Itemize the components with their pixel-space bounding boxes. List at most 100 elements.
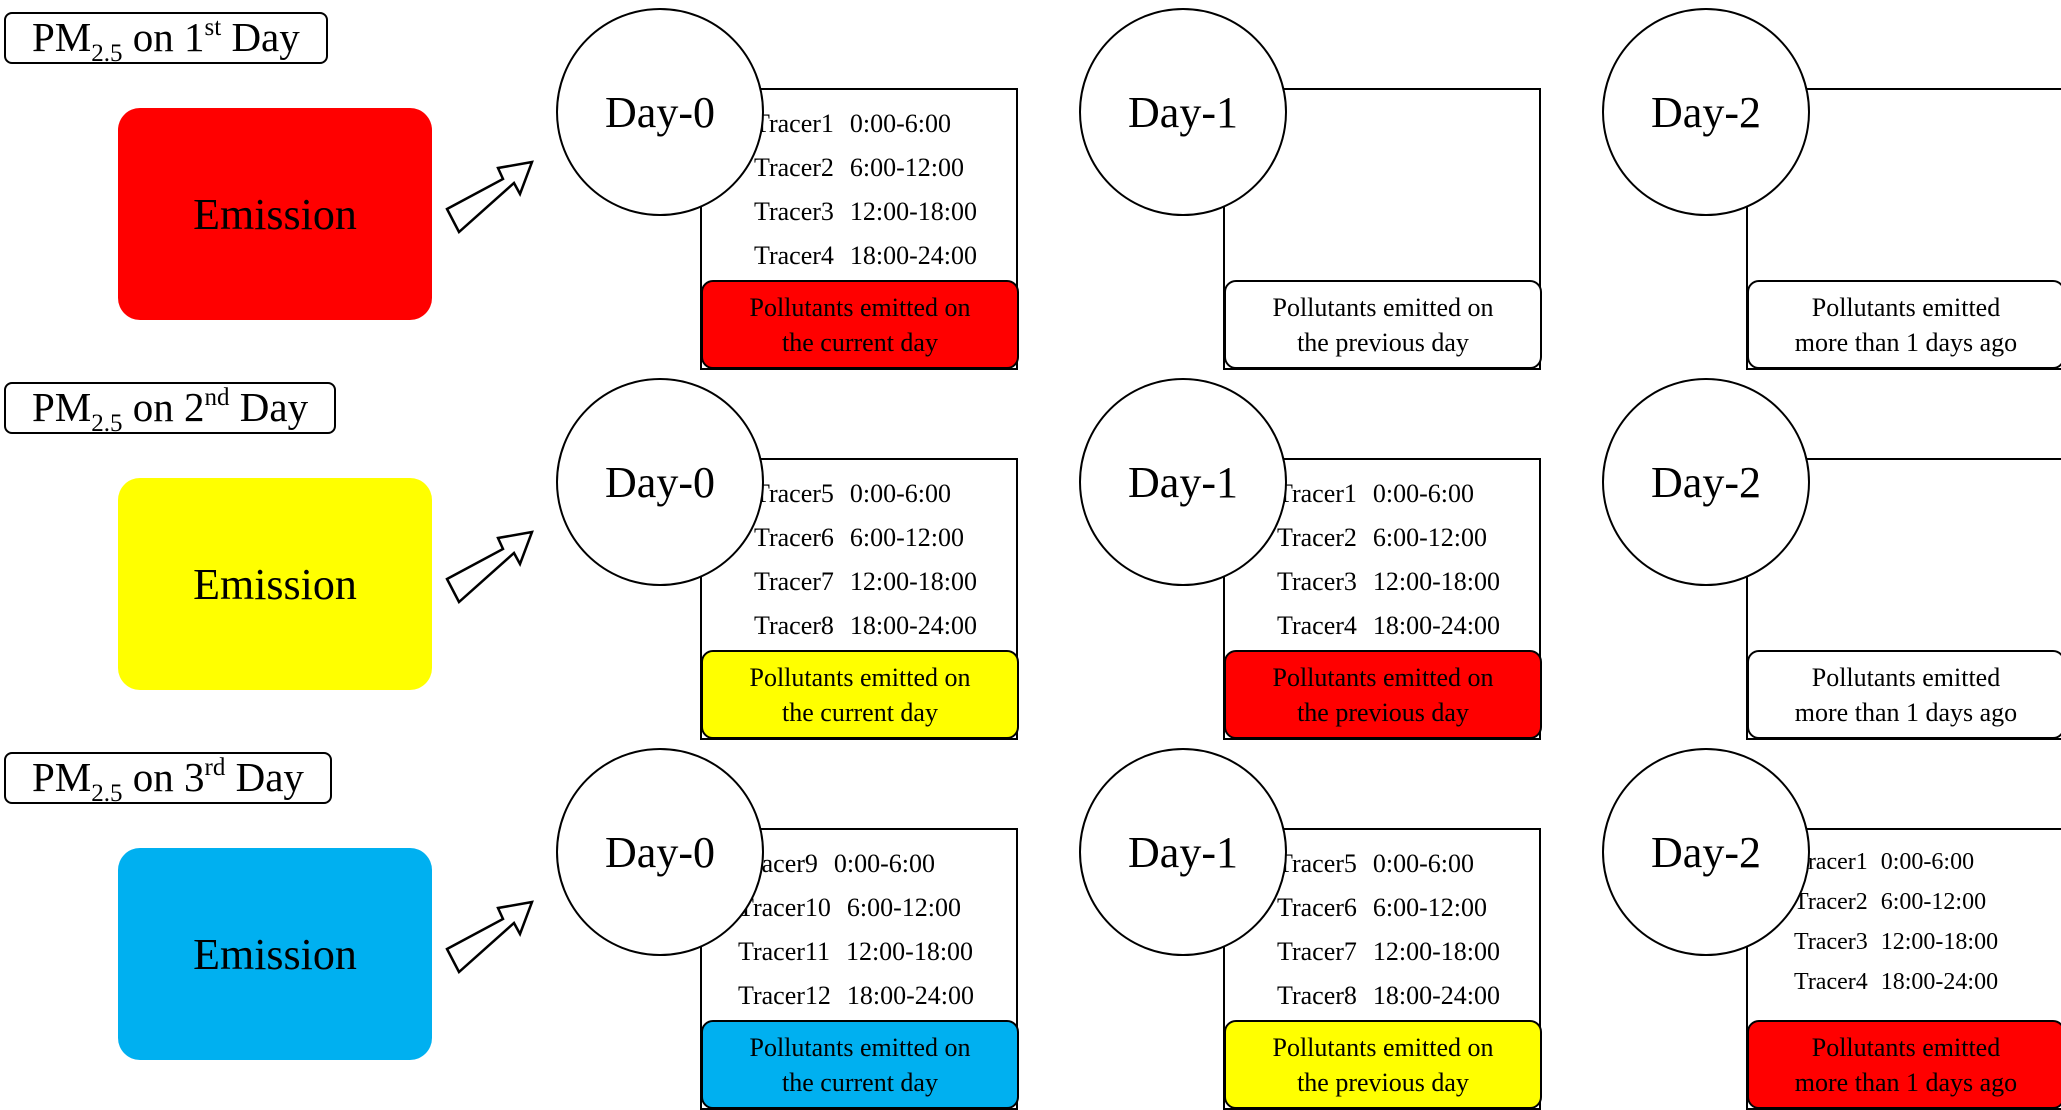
tracer-time: 18:00-24:00 [1880, 969, 1999, 995]
tracer-entry: Tracer7 12:00-18:00 [702, 560, 1020, 604]
day-group-day2: Pollutants emitted more than 1 days ago D… [1578, 370, 2061, 740]
tracer-name: Tracer1 [1277, 479, 1357, 508]
footer-label-older: Pollutants emitted more than 1 days ago [1747, 650, 2061, 739]
label-subscript: 2.5 [91, 40, 123, 67]
tracer-time: 12:00-18:00 [1372, 567, 1501, 596]
label-superscript: nd [204, 384, 230, 411]
tracer-time: 12:00-18:00 [1880, 929, 1999, 955]
label-main: PM [32, 384, 92, 430]
tracer-time: 12:00-18:00 [849, 567, 978, 596]
footer-label-older: Pollutants emitted more than 1 days ago [1747, 1020, 2061, 1109]
label-superscript: rd [204, 754, 226, 781]
tracer-name: Tracer5 [1277, 849, 1357, 878]
tracer-time: 12:00-18:00 [849, 197, 978, 226]
tracer-name: Tracer10 [738, 893, 831, 922]
tracer-name: Tracer3 [1277, 567, 1357, 596]
day-circle-day2: Day-2 [1602, 748, 1810, 956]
tracer-time: 6:00-12:00 [846, 893, 962, 922]
tracer-name: Tracer2 [754, 153, 834, 182]
footer-label-current-day: Pollutants emitted on the current day [701, 650, 1019, 739]
day-circle-day1: Day-1 [1079, 748, 1287, 956]
footer-label-previous-day: Pollutants emitted on the previous day [1224, 1020, 1542, 1109]
footer-label-previous-day: Pollutants emitted on the previous day [1224, 280, 1542, 369]
tracer-name: Tracer7 [754, 567, 834, 596]
tracer-entry: Tracer1 0:00-6:00 [702, 102, 1020, 146]
arrow-icon [445, 160, 534, 235]
row-label: PM2.5 on 1st Day [4, 12, 328, 67]
row-label: PM2.5 on 3rd Day [4, 752, 332, 806]
emission-box: Emission [118, 108, 432, 320]
tracer-time: 18:00-24:00 [849, 611, 978, 640]
tracer-name: Tracer11 [738, 937, 830, 966]
tracer-time: 6:00-12:00 [1880, 889, 1987, 915]
label-tail: Day [225, 754, 304, 800]
day-circle-day0: Day-0 [556, 748, 764, 956]
emission-box: Emission [118, 848, 432, 1060]
tracer-time: 0:00-6:00 [833, 849, 936, 878]
tracer-name: Tracer12 [738, 981, 831, 1010]
tracer-entry: Tracer10 6:00-12:00 [702, 886, 1020, 930]
day-circle-day1: Day-1 [1079, 8, 1287, 216]
tracer-name: Tracer1 [754, 109, 834, 138]
label-superscript: st [204, 14, 222, 41]
tracer-time: 0:00-6:00 [1372, 479, 1475, 508]
tracer-name: Tracer3 [754, 197, 834, 226]
tracer-entry: Tracer3 12:00-18:00 [1225, 560, 1543, 604]
label-main: PM [32, 14, 92, 60]
tracer-time: 18:00-24:00 [849, 241, 978, 270]
tracer-time: 18:00-24:00 [846, 981, 975, 1010]
tracer-name: Tracer8 [1277, 981, 1357, 1010]
tracer-entry: Tracer6 6:00-12:00 [702, 516, 1020, 560]
tracer-entry: Tracer4 18:00-24:00 [1748, 962, 2061, 1002]
tracer-time: 6:00-12:00 [849, 153, 965, 182]
tracer-time: 6:00-12:00 [849, 523, 965, 552]
tracer-time: 18:00-24:00 [1372, 611, 1501, 640]
footer-label-older: Pollutants emitted more than 1 days ago [1747, 280, 2061, 369]
tracer-time: 6:00-12:00 [1372, 523, 1488, 552]
tracer-time: 6:00-12:00 [1372, 893, 1488, 922]
tracer-time: 0:00-6:00 [1372, 849, 1475, 878]
tracer-name: Tracer6 [754, 523, 834, 552]
arrow-icon [445, 900, 534, 975]
tracer-time: 0:00-6:00 [849, 479, 952, 508]
day-group-day1: Pollutants emitted on the previous day Da… [1055, 0, 1615, 370]
day-circle-day1: Day-1 [1079, 378, 1287, 586]
tracer-time: 0:00-6:00 [849, 109, 952, 138]
day-circle-day2: Day-2 [1602, 378, 1810, 586]
tracer-name: Tracer7 [1277, 937, 1357, 966]
footer-label-current-day: Pollutants emitted on the current day [701, 1020, 1019, 1109]
label-main: PM [32, 754, 92, 800]
day-circle-day0: Day-0 [556, 8, 764, 216]
tracer-name: Tracer4 [1794, 969, 1868, 995]
tracer-entry: Tracer2 6:00-12:00 [702, 146, 1020, 190]
tracer-entry: Tracer1 0:00-6:00 [1225, 472, 1543, 516]
label-subscript: 2.5 [91, 410, 123, 437]
tracer-name: Tracer8 [754, 611, 834, 640]
tracer-name: Tracer4 [1277, 611, 1357, 640]
label-on: on 2 [122, 384, 205, 430]
tracer-entry: Tracer8 18:00-24:00 [702, 604, 1020, 648]
